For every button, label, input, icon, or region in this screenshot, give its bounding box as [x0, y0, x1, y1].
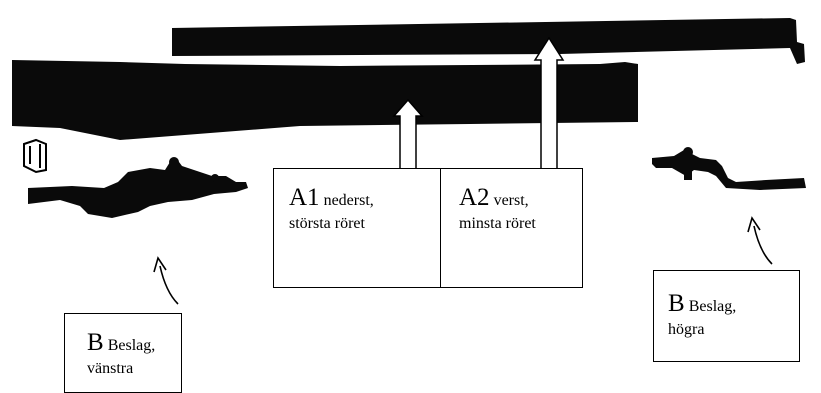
label-a2-line1: verst, — [493, 192, 529, 209]
label-a2: A2 verst, minsta röret — [440, 168, 583, 288]
screw-left — [169, 157, 179, 167]
assembly-diagram — [12, 18, 806, 305]
label-a1-line1: nederst, — [323, 192, 374, 209]
pointer-arrow-right-icon — [747, 216, 773, 265]
label-b-left-line1: Beslag, — [107, 337, 156, 354]
label-a2-line2: minsta röret — [459, 215, 536, 232]
label-a1: A1 nederst, största röret — [273, 168, 441, 288]
label-a1-line2: största röret — [289, 215, 365, 232]
label-b-right-line2: högra — [668, 321, 705, 338]
label-b-left: B Beslag, vänstra — [64, 313, 182, 393]
label-a1-code: A1 — [289, 184, 320, 211]
arrow-a1-outline-icon — [392, 98, 424, 171]
label-b-right-code: B — [668, 290, 685, 317]
rail-a2-smallest-tube — [172, 18, 805, 64]
label-a2-code: A2 — [459, 184, 490, 211]
rail-a1-largest-tube — [12, 60, 638, 140]
fitting-b-right — [652, 150, 806, 190]
fitting-b-left — [28, 158, 248, 218]
label-b-left-code: B — [87, 329, 104, 356]
pointer-arrow-left-icon — [153, 256, 179, 305]
label-b-right-line1: Beslag, — [688, 298, 737, 315]
label-b-left-line2: vänstra — [87, 360, 134, 377]
arrow-a2-outline-icon — [533, 36, 565, 171]
screw-left-2 — [211, 174, 219, 182]
clip-icon — [23, 138, 47, 174]
label-b-right: B Beslag, högra — [653, 270, 800, 362]
screw-right — [683, 147, 693, 157]
screw-right-shaft — [684, 166, 692, 180]
